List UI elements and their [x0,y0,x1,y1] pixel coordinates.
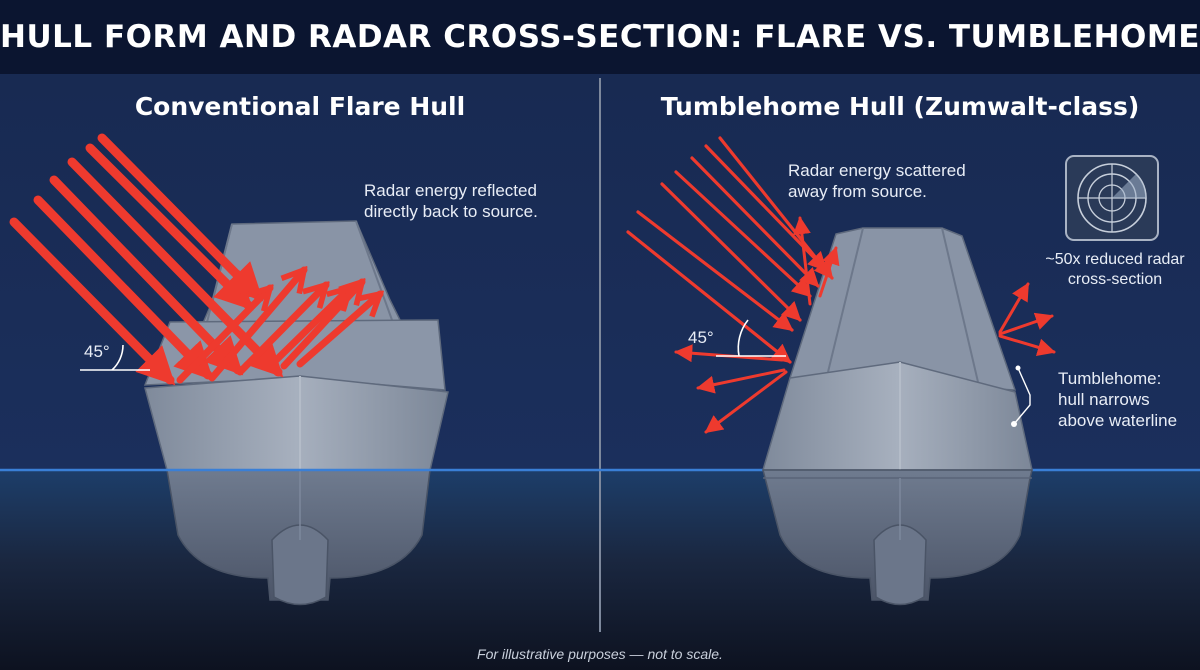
left-panel-title: Conventional Flare Hull [134,92,466,121]
tumblehome-note-line-3: above waterline [1058,411,1178,430]
incoming-radar-arrows-left [9,133,284,386]
title-bar: HULL FORM AND RADAR CROSS-SECTION: FLARE… [0,0,1200,74]
rcs-note: ~50x reduced radar cross-section [1036,250,1194,290]
right-caption-line-1: Radar energy scattered [788,161,966,180]
incoming-radar-arrows-right [626,136,834,364]
left-caption-line-1: Radar energy reflected [364,181,537,200]
angle-indicator-right [716,319,786,357]
angle-indicator-left [80,344,150,371]
tumblehome-note: Tumblehome: hull narrows above waterline [1058,368,1177,431]
page-title: HULL FORM AND RADAR CROSS-SECTION: FLARE… [0,19,1200,55]
reflected-radar-arrows-left [176,270,380,384]
right-angle-label: 45° [688,328,714,347]
left-caption: Radar energy reflected directly back to … [364,180,538,222]
right-caption-line-2: away from source. [788,182,927,201]
rcs-note-line-2: cross-section [1067,271,1163,288]
tumblehome-note-line-2: hull narrows [1058,390,1150,409]
footer-note: For illustrative purposes — not to scale… [477,646,723,662]
right-panel-title: Tumblehome Hull (Zumwalt-class) [660,92,1140,121]
tumblehome-callout-leader [1011,365,1031,427]
tumblehome-note-line-1: Tumblehome: [1058,369,1162,388]
radar-icon [1065,155,1159,241]
tumblehome-hull [761,227,1033,606]
left-caption-line-2: directly back to source. [364,202,538,221]
left-angle-label: 45° [84,342,110,361]
scattered-radar-arrows-right [674,216,1056,434]
right-caption: Radar energy scattered away from source. [788,160,966,202]
rcs-note-line-1: ~50x reduced radar [1045,251,1185,268]
